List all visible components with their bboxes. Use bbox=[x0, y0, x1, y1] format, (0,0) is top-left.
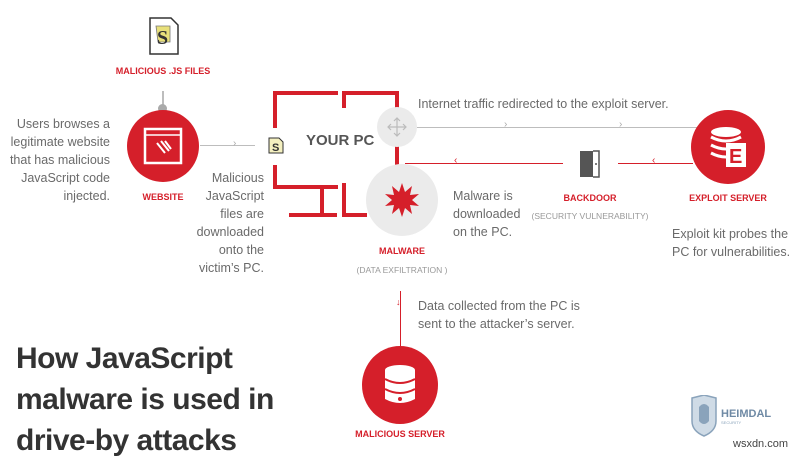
door-icon bbox=[580, 150, 600, 178]
exploit-server-node: E bbox=[691, 110, 765, 184]
pc-label: YOUR PC bbox=[306, 132, 375, 149]
js-files-label: MALICIOUS .JS FILES bbox=[115, 66, 211, 76]
text-line: Data collected from the PC is bbox=[418, 299, 580, 313]
malware-line bbox=[405, 163, 563, 164]
text-line: JavaScript code bbox=[21, 171, 110, 185]
text-line: downloaded bbox=[453, 207, 521, 221]
exploit-server-label: EXPLOIT SERVER bbox=[689, 193, 767, 203]
shield-icon bbox=[691, 395, 717, 437]
script-file-icon: S bbox=[268, 137, 284, 154]
script-file-icon: S bbox=[149, 17, 179, 55]
heimdal-logo: HEIMDAL SECURITY bbox=[690, 395, 771, 437]
malware-label: MALWARE bbox=[379, 246, 425, 256]
move-arrows-icon bbox=[387, 117, 407, 137]
text-line: Exploit kit probes the bbox=[672, 227, 789, 241]
text-line: on the PC. bbox=[453, 225, 513, 239]
text-line: injected. bbox=[63, 189, 110, 203]
page-title: How JavaScript malware is used in drive-… bbox=[16, 338, 274, 461]
data-description: Data collected from the PC is sent to th… bbox=[418, 297, 580, 333]
svg-text:E: E bbox=[729, 146, 742, 168]
malware-line bbox=[618, 163, 693, 164]
pc-description: Malicious JavaScript files are downloade… bbox=[160, 169, 264, 277]
text-line: that has malicious bbox=[9, 153, 110, 167]
svg-text:S: S bbox=[157, 27, 168, 49]
title-line: malware is used in bbox=[16, 383, 274, 416]
connector-dot bbox=[158, 104, 167, 113]
traffic-text: Internet traffic redirected to the explo… bbox=[418, 97, 669, 111]
chevron-left-icon: ‹ bbox=[652, 155, 656, 166]
chevron-right-icon: › bbox=[619, 119, 623, 130]
malicious-server-node bbox=[362, 346, 438, 424]
flow-line bbox=[200, 145, 255, 146]
backdoor-label: BACKDOOR bbox=[563, 193, 617, 203]
traffic-line bbox=[417, 127, 697, 128]
malware-node bbox=[366, 164, 438, 236]
website-description: Users browses a legitimate website that … bbox=[0, 115, 110, 205]
title-line: drive-by attacks bbox=[16, 424, 237, 457]
arrow-down-icon: ↓ bbox=[396, 297, 401, 307]
logo-tagline: SECURITY bbox=[721, 419, 742, 425]
text-line: onto the bbox=[218, 243, 264, 257]
database-icon bbox=[384, 365, 416, 403]
website-node bbox=[127, 110, 199, 182]
logo-name: HEIMDAL bbox=[721, 407, 772, 420]
redirect-node bbox=[377, 107, 417, 147]
text-line: sent to the attacker’s server. bbox=[418, 317, 575, 331]
title-line: How JavaScript bbox=[16, 342, 233, 375]
chevron-right-icon: › bbox=[504, 119, 508, 130]
starburst-icon bbox=[385, 183, 419, 217]
text-line: Users browses a bbox=[16, 117, 110, 131]
text-line: Malicious bbox=[211, 171, 264, 185]
text-line: victim’s PC. bbox=[198, 261, 264, 275]
malicious-server-label: MALICIOUS SERVER bbox=[355, 429, 445, 439]
svg-text:S: S bbox=[272, 142, 279, 154]
text-line: files are bbox=[220, 207, 264, 221]
malware-description: Malware is downloaded on the PC. bbox=[453, 187, 520, 241]
exploit-server-description: Exploit kit probes the PC for vulnerabil… bbox=[672, 225, 790, 261]
text-line: Malware is bbox=[453, 189, 513, 203]
connector bbox=[162, 91, 164, 109]
chevron-left-icon: ‹ bbox=[454, 155, 458, 166]
data-line bbox=[400, 291, 401, 348]
watermark: wsxdn.com bbox=[733, 438, 789, 450]
chevron-right-icon: › bbox=[233, 138, 237, 149]
backdoor-sublabel: (SECURITY VULNERABILITY) bbox=[531, 211, 649, 221]
text-line: JavaScript bbox=[205, 189, 264, 203]
website-label: WEBSITE bbox=[142, 192, 184, 202]
browser-hand-icon bbox=[143, 127, 183, 165]
database-e-icon: E bbox=[710, 127, 746, 168]
text-line: downloaded bbox=[196, 225, 264, 239]
malware-sublabel: (DATA EXFILTRATION ) bbox=[356, 265, 448, 275]
text-line: PC for vulnerabilities. bbox=[672, 245, 791, 259]
text-line: legitimate website bbox=[10, 135, 110, 149]
